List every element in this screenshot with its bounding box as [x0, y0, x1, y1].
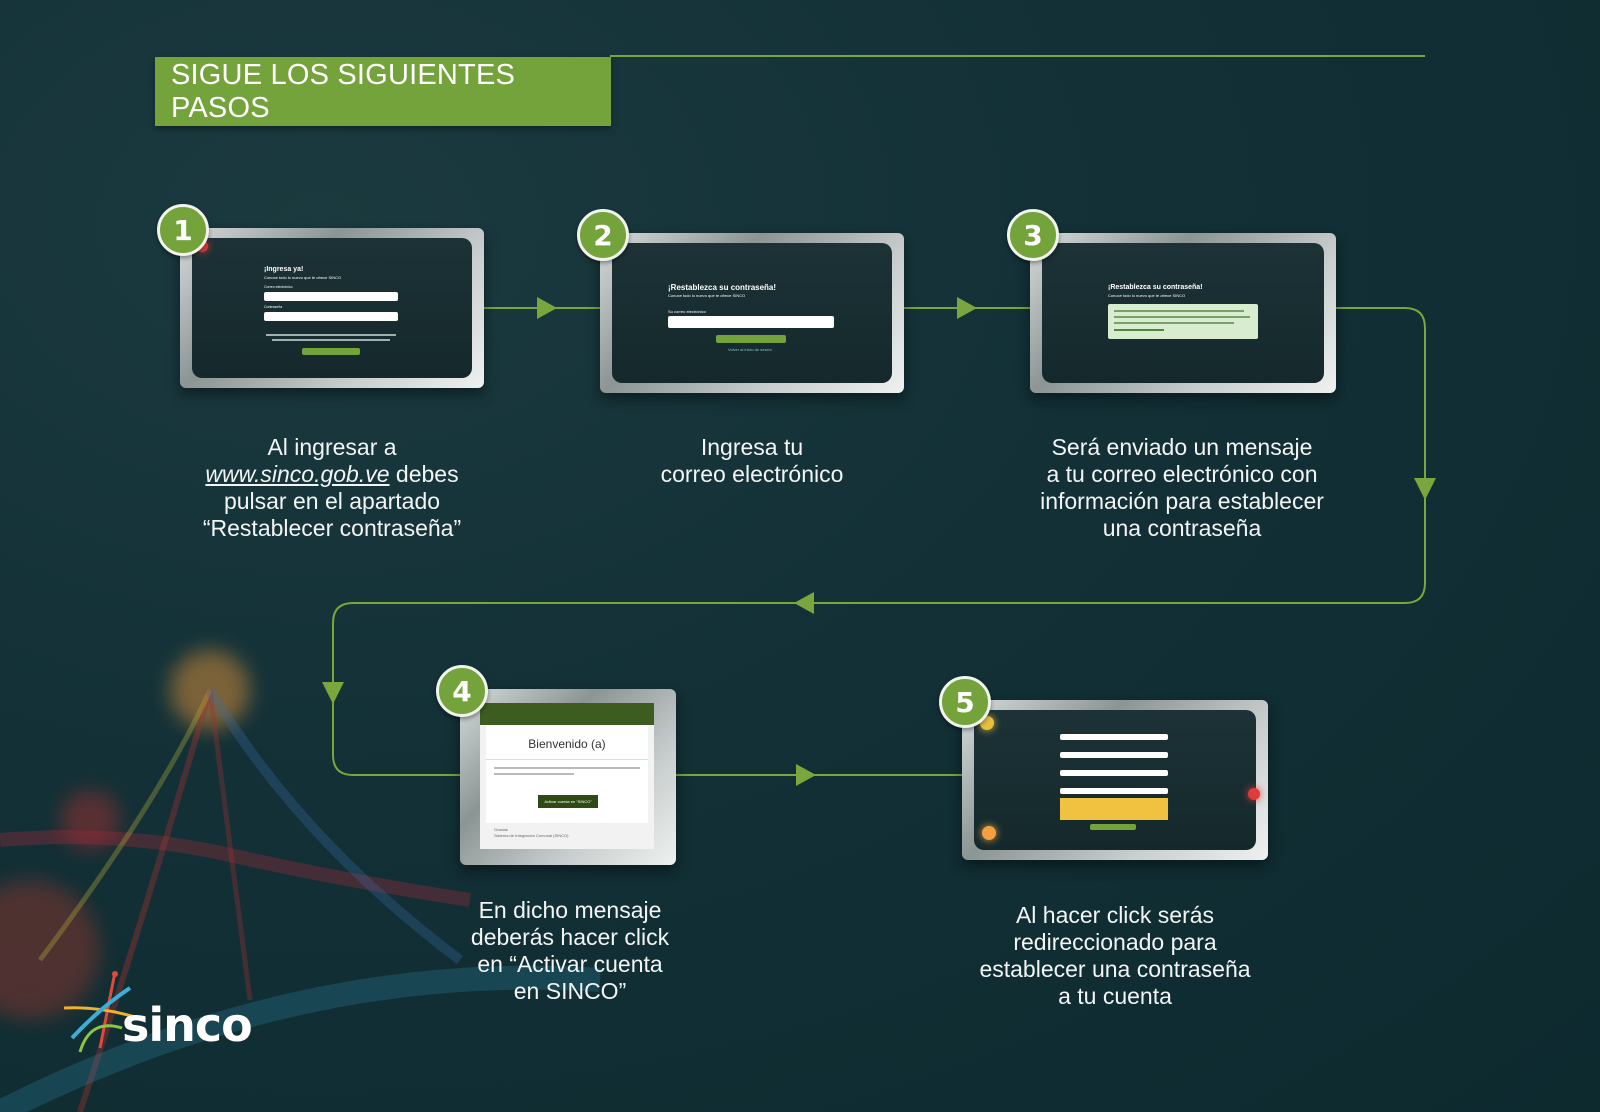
- field-label: Contraseña: [264, 305, 283, 309]
- caption-line: información para establecer: [1040, 488, 1324, 514]
- caption-line: a tu correo electrónico con: [1046, 461, 1318, 487]
- caption-line: deberás hacer click: [470, 924, 670, 950]
- step-3-screenshot: ¡Restablezca su contraseña! Conoce todo …: [1030, 233, 1336, 393]
- logo-text: sinco: [122, 998, 253, 1052]
- page-title: SIGUE LOS SIGUIENTES PASOS: [155, 57, 611, 126]
- step-3-caption: Será enviado un mensaje a tu correo elec…: [990, 434, 1374, 542]
- confirmation-screen: ¡Restablezca su contraseña! Conoce todo …: [1042, 243, 1324, 383]
- activate-account-button: Activar cuenta en “SINCO”: [538, 795, 598, 808]
- email-screen: Bienvenido (a) Activar cuenta en “SINCO”…: [480, 703, 654, 849]
- field-label: Su correo electrónico: [668, 309, 706, 314]
- sinco-logo: sinco: [60, 968, 260, 1058]
- website-link[interactable]: www.sinco.gob.ve: [205, 461, 390, 487]
- caption-line: una contraseña: [1102, 515, 1262, 541]
- email-footer: Gracias Sistema de Integración Comunal (…: [486, 823, 648, 843]
- background-glow: [170, 650, 250, 730]
- caption-line: en “Activar cuenta: [477, 951, 663, 977]
- form-field: [1060, 734, 1168, 740]
- caption-line: en SINCO”: [513, 978, 627, 1004]
- caption-line: Al hacer click serás: [1015, 902, 1215, 928]
- screen-title: ¡Restablezca su contraseña!: [1108, 284, 1203, 291]
- step-4-screenshot: Bienvenido (a) Activar cuenta en “SINCO”…: [460, 689, 676, 865]
- step-badge-3: 3: [1007, 209, 1059, 261]
- step-badge-4: 4: [436, 665, 488, 717]
- divider: [486, 759, 648, 760]
- screen-title: ¡Restablezca su contraseña!: [668, 283, 777, 292]
- caption-line: pulsar en el apartado: [223, 488, 441, 514]
- email-field: [668, 316, 834, 328]
- caption-line: Será enviado un mensaje: [1051, 434, 1313, 460]
- field-label: Correo electrónico: [264, 285, 293, 289]
- background-glow: [60, 790, 120, 850]
- text-lines: [266, 334, 396, 336]
- reset-screen: ¡Restablezca su contraseña! Conoce todo …: [612, 243, 892, 383]
- logo-star-icon: [63, 971, 139, 1053]
- network-glow: [974, 806, 1014, 846]
- email-card: Bienvenido (a) Activar cuenta en “SINCO”…: [486, 725, 648, 843]
- login-button: [302, 348, 360, 355]
- screen-subtitle: Conoce todo lo nuevo que te ofrece SINCO: [264, 275, 342, 280]
- submit-button: [1090, 824, 1136, 830]
- form-field: [1060, 788, 1168, 794]
- caption-line: En dicho mensaje: [478, 897, 662, 923]
- footer-text: Gracias: [494, 827, 508, 832]
- caption-line: redireccionado para: [1013, 929, 1217, 955]
- password-requirements-box: [1060, 798, 1168, 820]
- caption-line: Al ingresar a: [267, 434, 397, 460]
- header-line: [610, 55, 1425, 57]
- form-field: [1060, 770, 1168, 776]
- caption-line: “Restablecer contraseña”: [202, 515, 462, 541]
- email-field: [264, 292, 398, 301]
- step-1-screenshot: ¡Ingresa ya! Conoce todo lo nuevo que te…: [180, 228, 484, 388]
- step-5-caption: Al hacer click serás redireccionado para…: [935, 902, 1295, 1010]
- caption-line: www.sinco.gob.ve debes: [160, 461, 504, 488]
- screen-subtitle: Conoce todo lo nuevo que te ofrece SINCO: [668, 293, 746, 298]
- set-password-screen: [974, 710, 1256, 850]
- welcome-title: Bienvenido (a): [528, 737, 606, 751]
- step-badge-1: 1: [157, 204, 209, 256]
- email-header-bar: [480, 703, 654, 725]
- step-1-caption: Al ingresar a www.sinco.gob.ve debes pul…: [160, 434, 504, 542]
- step-2-caption: Ingresa tu correo electrónico: [580, 434, 924, 488]
- login-screen: ¡Ingresa ya! Conoce todo lo nuevo que te…: [192, 238, 472, 378]
- step-5-screenshot: [962, 700, 1268, 860]
- form-field: [1060, 752, 1168, 758]
- caption-line: a tu cuenta: [1058, 983, 1172, 1009]
- screen-title: ¡Ingresa ya!: [264, 266, 304, 273]
- caption-text: debes: [389, 461, 459, 487]
- success-message-box: [1108, 304, 1258, 339]
- red-dot: [1248, 788, 1260, 800]
- screen-subtitle: Conoce todo lo nuevo que te ofrece SINCO: [1108, 293, 1186, 298]
- password-field: [264, 312, 398, 321]
- confirm-button: [716, 335, 786, 343]
- step-badge-2: 2: [577, 209, 629, 261]
- caption-line: correo electrónico: [660, 461, 844, 487]
- footer-text: Sistema de Integración Comunal (SINCO): [494, 833, 569, 838]
- step-4-caption: En dicho mensaje deberás hacer click en …: [400, 897, 740, 1005]
- step-badge-5: 5: [939, 676, 991, 728]
- caption-line: establecer una contraseña: [979, 956, 1251, 982]
- step-2-screenshot: ¡Restablezca su contraseña! Conoce todo …: [600, 233, 904, 393]
- back-link: Volver al inicio de sesión: [728, 347, 772, 352]
- caption-line: Ingresa tu: [700, 434, 804, 460]
- text-lines: [272, 339, 390, 341]
